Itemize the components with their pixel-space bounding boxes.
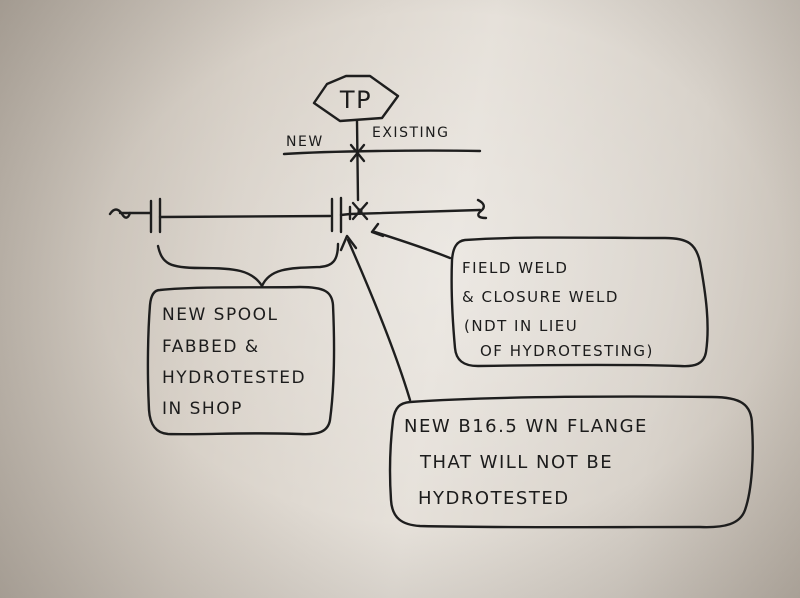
tie-point-tag: TP [312, 74, 400, 123]
weld-arrowhead [370, 222, 385, 238]
spool-note-line-3: HYDROTESTED [162, 368, 306, 388]
flange-note-bubble: NEW B16.5 WN FLANGE THAT WILL NOT BE HYD… [388, 395, 754, 529]
spool-note-line-4: IN SHOP [162, 399, 243, 419]
spool-brace [156, 242, 340, 288]
weld-note-line-1: FIELD WELD [462, 259, 568, 277]
flange-note-line-3: HYDROTESTED [418, 488, 570, 509]
spool-note-bubble: NEW SPOOL FABBED & HYDROTESTED IN SHOP [146, 285, 336, 436]
flange-note-line-2: THAT WILL NOT BE [419, 452, 613, 473]
boundary-line [282, 149, 482, 156]
tie-point-label: TP [339, 86, 372, 114]
spool-note-line-1: NEW SPOOL [162, 305, 278, 325]
boundary-cross-mark [349, 143, 366, 163]
tie-point-line [355, 119, 360, 202]
weld-note-line-3: (NDT IN LIEU [464, 317, 578, 335]
flange-leader-line [346, 238, 412, 402]
weld-note-line-4: OF HYDROTESTING) [480, 342, 654, 360]
spool-note-line-2: FABBED & [162, 337, 260, 357]
weld-leader-line [373, 230, 452, 260]
weld-note-bubble: FIELD WELD & CLOSURE WELD (NDT IN LIEU O… [450, 236, 709, 368]
existing-side-label: EXISTING [372, 125, 449, 141]
new-side-label: NEW [286, 134, 324, 150]
weld-note-line-2: & CLOSURE WELD [462, 288, 619, 306]
flange-note-line-1: NEW B16.5 WN FLANGE [404, 416, 648, 437]
weld-dot [357, 208, 363, 214]
flange-arrowhead [339, 234, 358, 252]
pipe-run [108, 196, 488, 234]
